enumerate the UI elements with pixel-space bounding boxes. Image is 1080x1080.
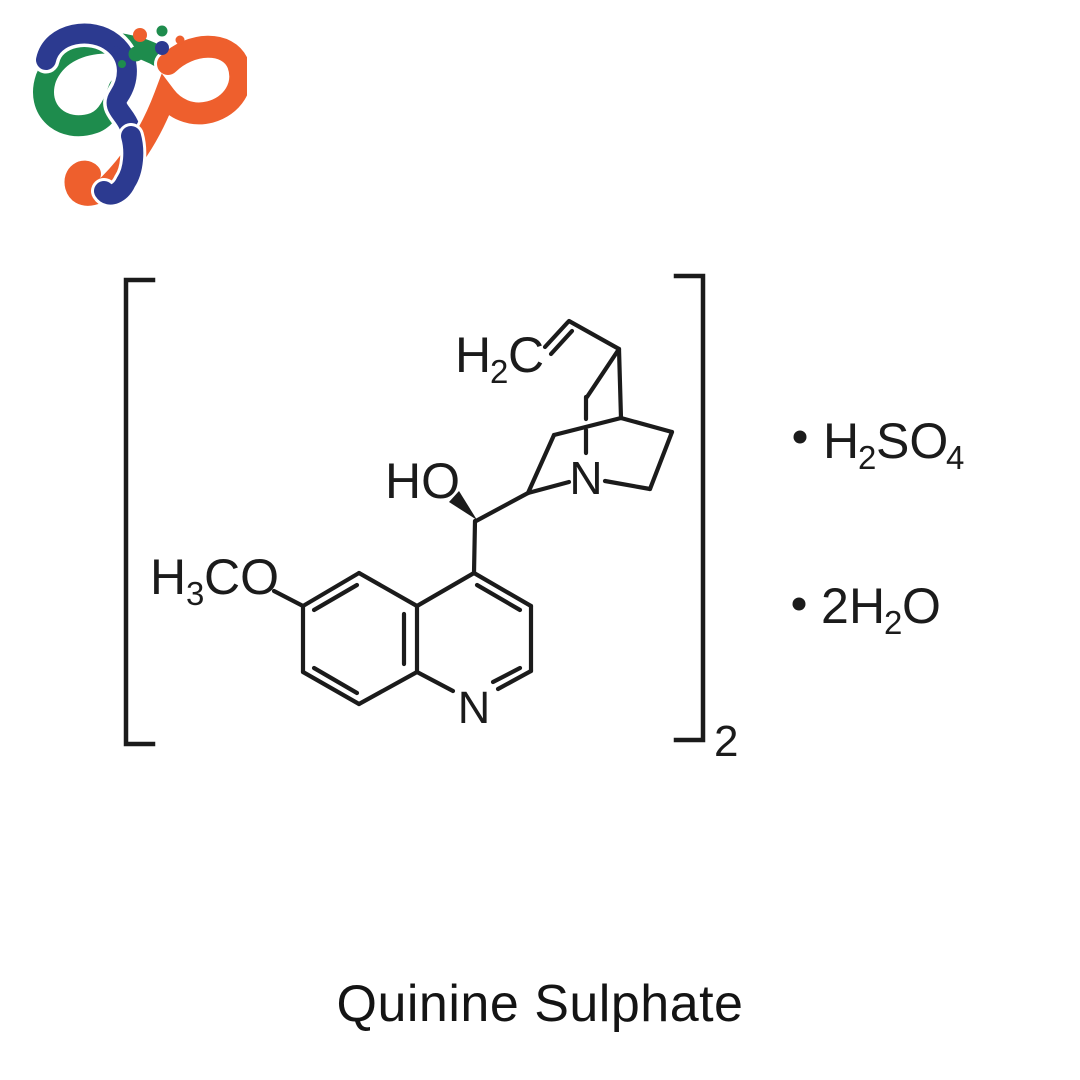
- salt-brackets: [123, 273, 706, 747]
- vinyl-subscript: 2: [490, 353, 508, 390]
- bracket-multiplier: 2: [714, 717, 738, 766]
- water-bullet-icon: [792, 597, 806, 611]
- brand-logo: [32, 20, 247, 209]
- hydroxy-label: HO: [385, 453, 460, 509]
- sulfate-h: H: [823, 413, 859, 469]
- atom-labels: H 2 C HO H 3 CO N N 2 H 2 SO 4 2 H 2: [150, 327, 964, 766]
- logo-ribbon-orange-icon: [64, 35, 247, 206]
- water-h: H: [849, 578, 885, 634]
- quinoline-nitrogen-label: N: [458, 682, 491, 733]
- water-coefficient: 2: [821, 578, 849, 634]
- methoxy-subscript: 3: [186, 575, 204, 612]
- methoxy-h-label: H: [150, 549, 186, 605]
- logo-dots-green-icon: [118, 25, 168, 68]
- right-bracket: [673, 273, 706, 743]
- sulfate-bullet-icon: [793, 430, 807, 444]
- water-h-subscript: 2: [884, 604, 902, 641]
- sulfate-h-subscript: 2: [858, 439, 876, 476]
- stereo-wedge-bond: [449, 491, 477, 520]
- vinyl-h-label: H: [455, 327, 491, 383]
- methoxy-co-label: CO: [204, 549, 279, 605]
- product-title: Quinine Sulphate: [336, 975, 744, 1033]
- logo-ribbon-navy-tip-icon: [94, 126, 144, 205]
- quinuclidine-nitrogen-label: N: [569, 452, 602, 504]
- left-bracket: [123, 277, 156, 747]
- logo-dots-orange-icon: [133, 28, 185, 45]
- water-o: O: [902, 578, 941, 634]
- sulfate-o-subscript: 4: [946, 439, 964, 476]
- bond-lines: [271, 318, 675, 707]
- sulfate-so: SO: [876, 413, 948, 469]
- logo-dots-navy-icon: [112, 41, 169, 55]
- vinyl-c-label: C: [508, 327, 544, 383]
